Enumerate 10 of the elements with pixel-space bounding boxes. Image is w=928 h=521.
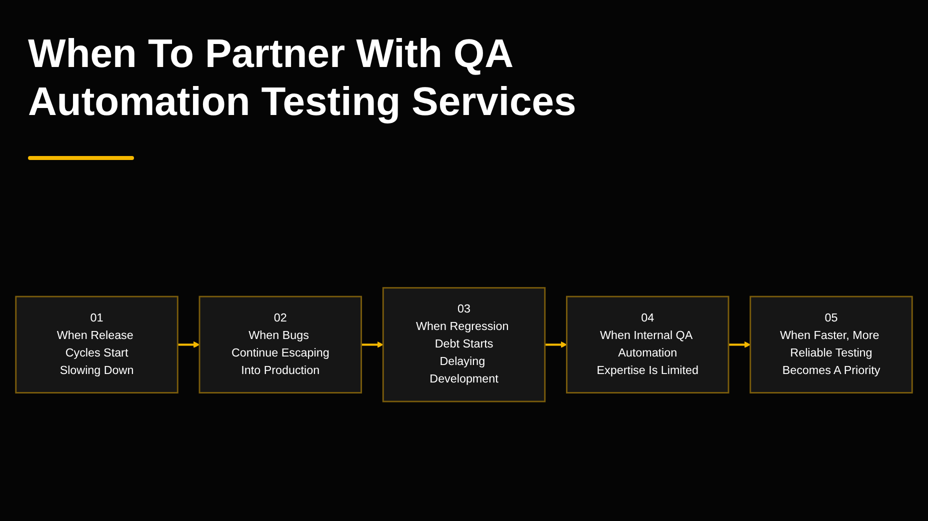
node-box: 03 When Regression Debt Starts Delaying Development bbox=[382, 287, 546, 403]
arrow bbox=[728, 342, 751, 348]
node-box: 01 When Release Cycles Start Slowing Down bbox=[15, 296, 178, 394]
arrow bbox=[544, 342, 568, 348]
arrow bbox=[178, 342, 200, 348]
node-box: 02 When Bugs Continue Escaping Into Production bbox=[198, 296, 362, 394]
node-box: 05 When Faster, More Reliable Testing Becomes A Priority bbox=[750, 296, 913, 394]
arrow bbox=[361, 342, 384, 348]
title: When To Partner With QA Automation Testing Services bbox=[28, 31, 578, 126]
node-box: 04 When Internal QA Automation Expertise Is Limited bbox=[566, 296, 730, 394]
